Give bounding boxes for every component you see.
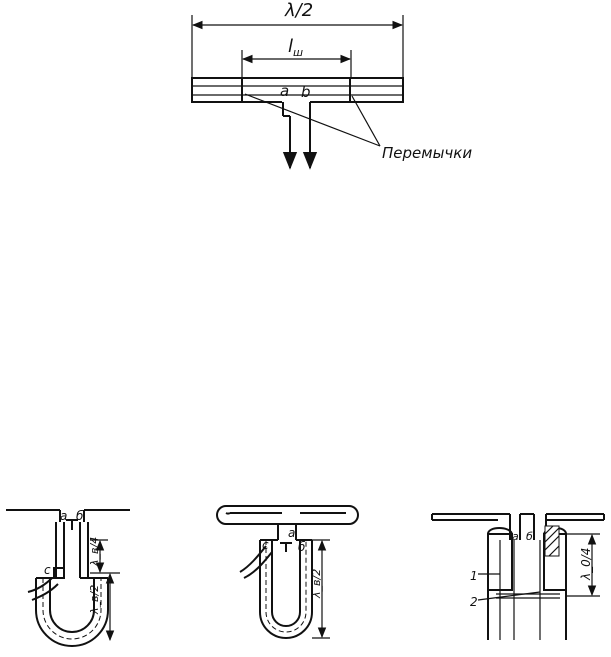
right-dim-quarter: λ_0/4 [579, 548, 593, 581]
right-point-a: a [512, 530, 519, 543]
left-dim-quarter: λ_в/4 [88, 537, 101, 567]
left-point-a: a [60, 509, 67, 523]
dimension-half-wavelength: λ/2 [191, 0, 404, 78]
point-a-label: a [280, 82, 289, 100]
middle-point-b: б [298, 540, 306, 554]
folded-dipole-body [191, 77, 404, 104]
svg-text:lш: lш [288, 36, 303, 59]
u-balun-inner [271, 540, 301, 627]
dim-total-label: λ/2 [284, 0, 313, 21]
fig-left: a б с λ_в/4 λ_в/2 [6, 509, 130, 647]
middle-point-a: a [288, 526, 295, 540]
left-point-c: с [44, 563, 51, 577]
u-loop-inner [49, 578, 95, 633]
left-dim-half: λ_в/2 [88, 585, 101, 615]
u-balun-outer [259, 540, 313, 639]
dimension-inner-length: lш [241, 36, 352, 78]
fig-right: a б λ_0/4 1 2 [431, 513, 605, 640]
bridges-label: Перемычки [382, 144, 472, 162]
top-figure: λ/2 lш a [191, 0, 472, 170]
bridges-leader-lines [244, 93, 381, 147]
right-point-b: б [526, 530, 533, 543]
middle-point-c: с [262, 538, 269, 552]
hatched-block [544, 525, 560, 557]
point-b-label: b [301, 83, 311, 101]
middle-dim-half: λ_в/2 [310, 569, 323, 599]
fig-middle: a с б λ_в/2 [216, 505, 359, 639]
dim-inner-subscript: ш [293, 46, 303, 59]
folded-loop-outer [216, 505, 359, 525]
callout-1: 1 [470, 569, 478, 583]
feed-line [282, 102, 318, 170]
dim-inner-label: l [288, 36, 293, 57]
callout-2: 2 [470, 595, 478, 609]
left-point-b: б [76, 509, 84, 523]
